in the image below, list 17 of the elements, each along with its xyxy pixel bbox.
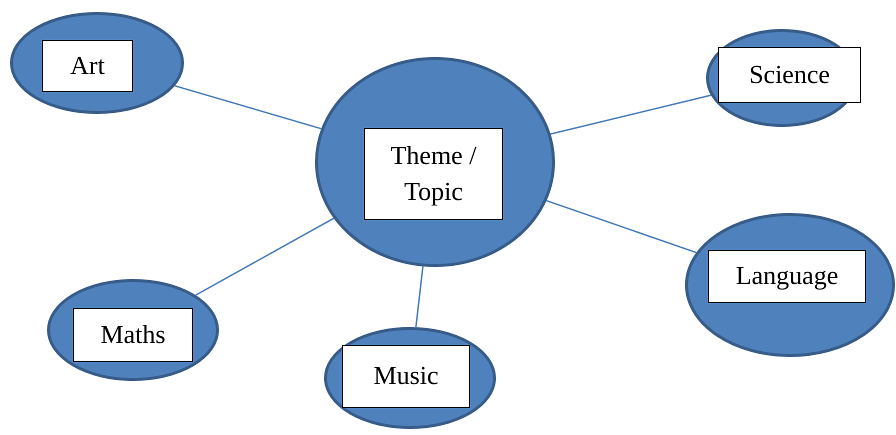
connector-line [546,200,697,254]
topic-ellipse [706,29,858,127]
topic-label: Theme / Topic [364,128,503,220]
topic-ellipse [315,57,555,267]
topic-label: Language [708,250,866,303]
topic-label: Music [342,345,470,408]
connector-line [195,218,334,296]
connector-line [415,266,424,328]
topic-ellipse [47,279,219,381]
connector-line [550,94,712,135]
topic-label: Maths [73,308,193,362]
topic-ellipse [10,12,184,114]
topic-label: Art [42,40,133,92]
connector-line [174,85,322,130]
topic-label: Science [718,47,861,103]
topic-ellipse [685,213,895,357]
topic-ellipse [324,327,496,429]
